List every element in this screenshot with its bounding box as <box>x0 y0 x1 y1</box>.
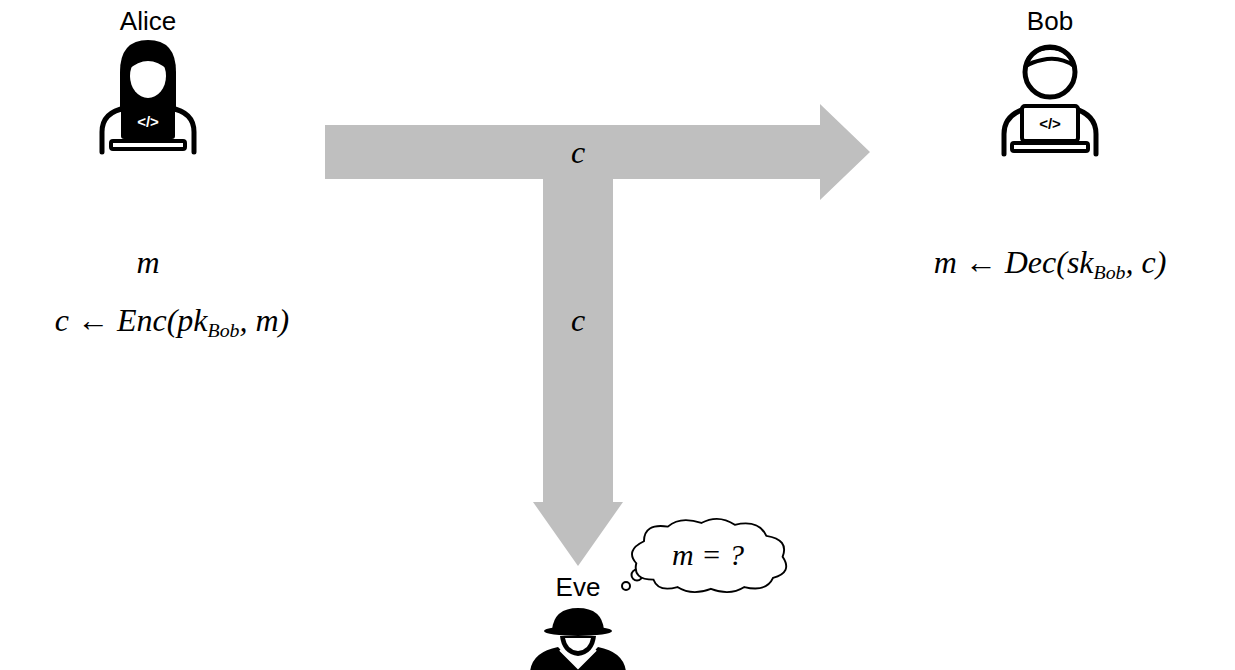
edge-label: c <box>567 302 589 339</box>
bob-icon <box>1004 47 1096 154</box>
thought-text: m = ? <box>672 538 744 572</box>
plaintext-symbol: m <box>136 244 159 281</box>
name-label: Alice <box>120 6 176 37</box>
thought-cloud: m = ? <box>621 512 796 598</box>
eve-icon <box>530 608 626 670</box>
name-label: Eve <box>556 572 601 603</box>
person-name: Eve <box>552 572 605 605</box>
decryption-formula: m ← Dec(skBob, c) <box>934 244 1167 281</box>
screen-code: </> <box>137 113 159 130</box>
person-name: Alice <box>116 6 180 39</box>
person-name: Bob <box>1023 6 1077 39</box>
screen-code: </> <box>1039 115 1061 132</box>
name-label: Bob <box>1027 6 1073 37</box>
edge-label: c <box>567 134 589 171</box>
encryption-formula: c ← Enc(pkBob, m) <box>55 302 290 339</box>
alice-icon <box>102 40 194 152</box>
subscript: Bob <box>208 318 240 340</box>
message-arrow <box>533 177 623 566</box>
subscript: Bob <box>1094 260 1126 282</box>
